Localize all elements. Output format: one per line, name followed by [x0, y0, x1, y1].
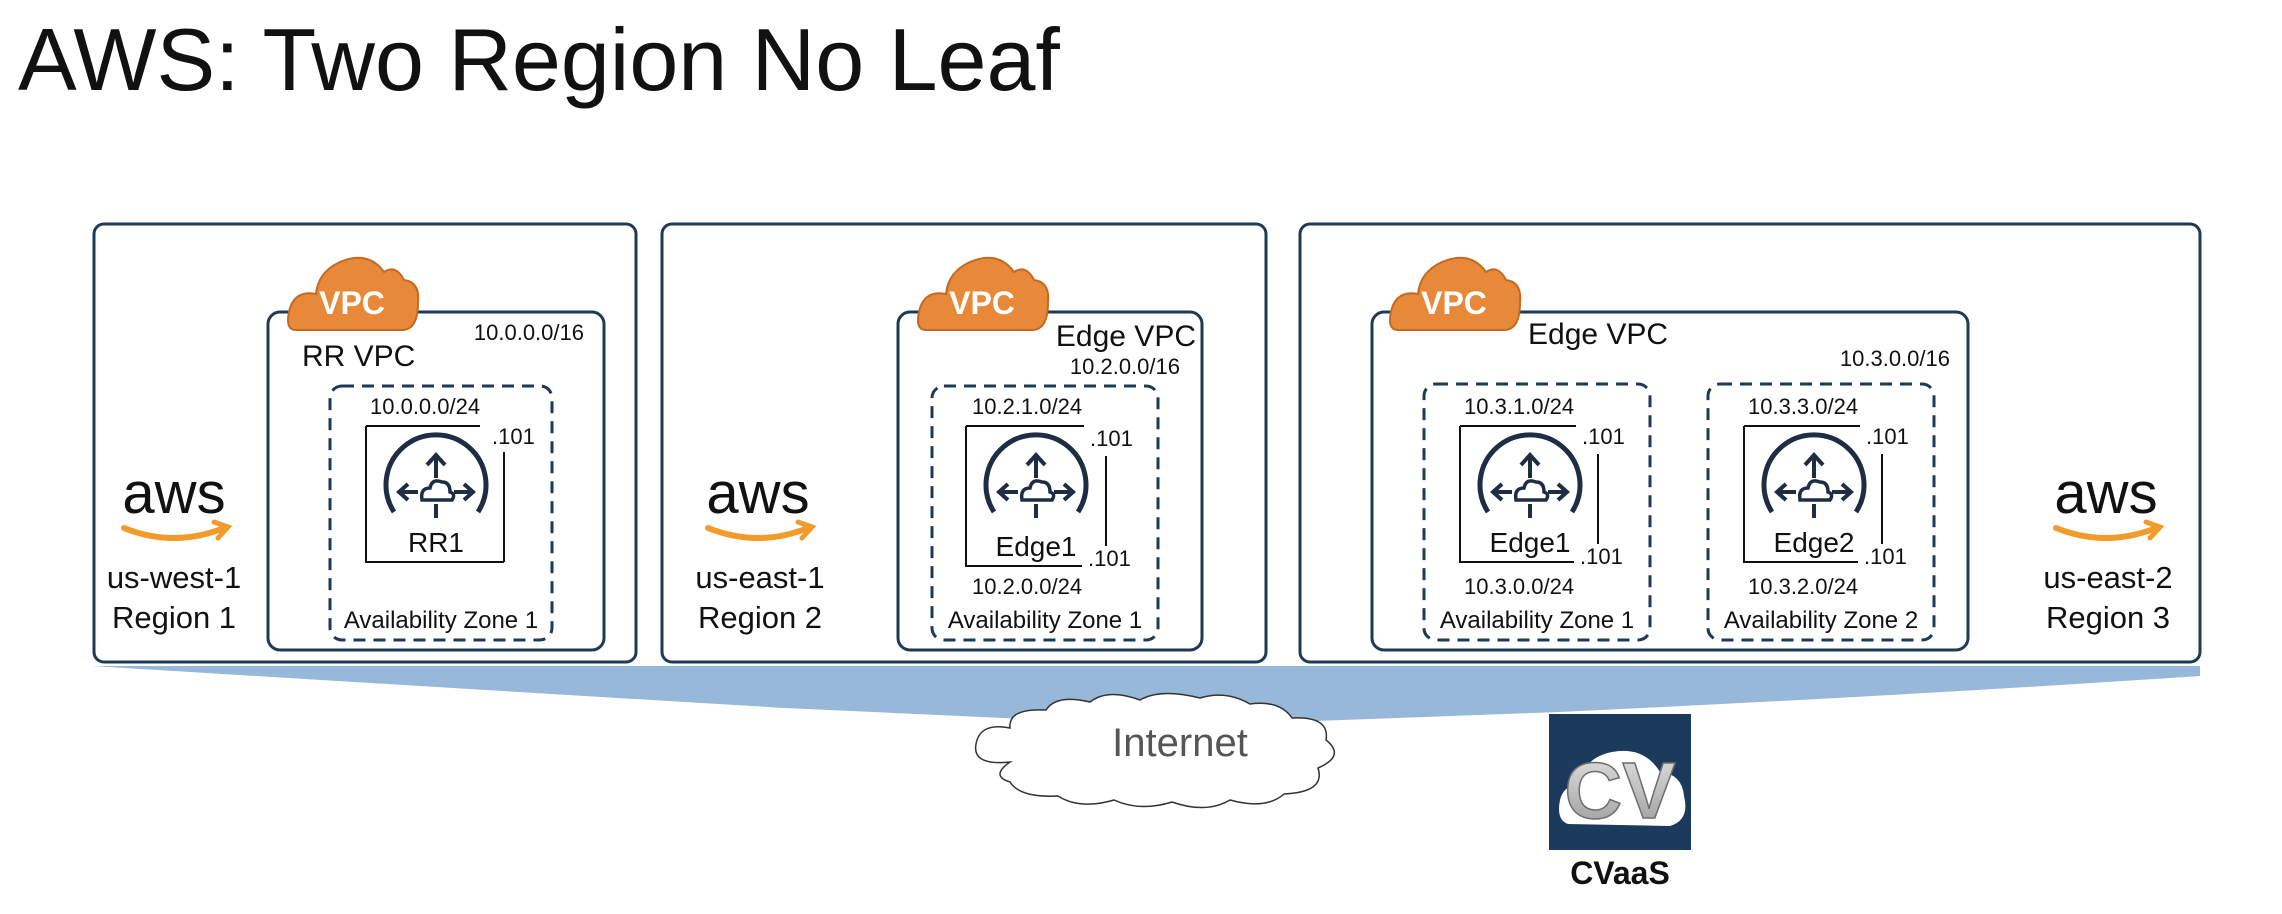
region-frame: [660, 222, 1268, 664]
subnet-bottom: 10.3.2.0/24: [1748, 574, 1858, 599]
region-3: aws us-east-2 Region 3 VPC Edge VPC 10.3…: [1298, 222, 2202, 664]
subnet-bottom: 10.2.0.0/24: [972, 574, 1082, 599]
availability-zone-label: Availability Zone 1: [948, 607, 1142, 634]
region-label: Region 3: [2046, 600, 2170, 635]
subnet-top: 10.2.1.0/24: [972, 394, 1082, 419]
availability-zone: [328, 384, 554, 642]
region-2: aws us-east-1 Region 2 VPC Edge VPC 10.2…: [660, 222, 1268, 664]
router-name: Edge1: [1490, 527, 1571, 558]
vpc-cidr: 10.3.0.0/16: [1840, 346, 1950, 371]
availability-zone-label: Availability Zone 1: [1440, 607, 1634, 634]
cloud-icon: [974, 692, 1335, 809]
availability-zone: [1422, 382, 1652, 642]
vpc-cidr: 10.0.0.0/16: [474, 320, 584, 345]
vpc-badge-label: VPC: [1421, 285, 1487, 321]
vpc-badge-label: VPC: [949, 285, 1015, 321]
host-top: .101: [1582, 424, 1625, 449]
aws-smile-icon: [705, 525, 811, 541]
aws-logo: aws: [121, 461, 233, 541]
router-name: Edge2: [1774, 527, 1855, 558]
aws-logo-text: aws: [122, 461, 225, 526]
cvaas-logo: CV CVaaS: [1549, 714, 1691, 891]
host-top: .101: [492, 424, 535, 449]
cvaas-label: CVaaS: [1570, 855, 1670, 891]
region-name: us-east-1: [695, 560, 824, 595]
router-name: Edge1: [996, 531, 1077, 562]
aws-smile-icon: [2053, 525, 2159, 541]
vpc-cloud-icon: VPC: [1389, 256, 1522, 331]
vpc-cloud-icon: VPC: [287, 256, 420, 331]
internet-label: Internet: [1112, 721, 1248, 765]
region-label: Region 2: [698, 600, 822, 635]
cvaas-logo-text: CV: [1564, 746, 1675, 835]
region-1: aws us-west-1 Region 1 VPC RR VPC 10.0.0…: [92, 222, 638, 664]
subnet-top: 10.0.0.0/24: [370, 394, 480, 419]
vpc-frame: [1370, 310, 1970, 652]
region-frame: [1298, 222, 2202, 664]
vpc-badge-label: VPC: [319, 285, 385, 321]
availability-zone-2: 10.3.3.0/24 .101 .101 Edge2 10.3.2.0/24 …: [1706, 382, 1936, 642]
host-bottom: .101: [1864, 544, 1907, 569]
host-bottom: .101: [1088, 546, 1131, 571]
availability-zone-label: Availability Zone 2: [1724, 607, 1918, 634]
region-label: Region 1: [112, 600, 236, 635]
vpc-name: Edge VPC: [1056, 320, 1196, 353]
subnet-link: [965, 425, 1107, 567]
page-title: AWS: Two Region No Leaf: [18, 10, 1060, 109]
subnet-top: 10.3.3.0/24: [1748, 394, 1858, 419]
region-name: us-east-2: [2043, 560, 2172, 595]
router-icon: [383, 432, 489, 518]
vpc-name: Edge VPC: [1528, 318, 1668, 351]
internet-cloud: Internet: [974, 692, 1335, 809]
vpc-frame: [266, 310, 606, 652]
router-icon: [1477, 432, 1583, 518]
backbone-band: [92, 666, 2200, 726]
aws-logo: aws: [705, 461, 817, 541]
cvaas-cloud-icon: [1559, 750, 1686, 826]
subnet-top: 10.3.1.0/24: [1464, 394, 1574, 419]
vpc-name: RR VPC: [302, 340, 415, 373]
router-icon: [983, 432, 1089, 518]
vpc-cidr: 10.2.0.0/16: [1070, 354, 1180, 379]
aws-smile-icon: [121, 525, 227, 541]
host-top: .101: [1866, 424, 1909, 449]
aws-logo-text: aws: [2054, 461, 2157, 526]
subnet-link: [1743, 425, 1883, 563]
router-icon: [1761, 432, 1867, 518]
availability-zone-1: 10.3.1.0/24 .101 .101 Edge1 10.3.0.0/24 …: [1422, 382, 1652, 642]
subnet-link: [365, 425, 505, 563]
vpc-frame: [896, 310, 1204, 652]
availability-zone: [930, 384, 1160, 642]
subnet-bottom: 10.3.0.0/24: [1464, 574, 1574, 599]
availability-zone: [1706, 382, 1936, 642]
host-top: .101: [1090, 426, 1133, 451]
subnet-link: [1459, 425, 1599, 563]
availability-zone-label: Availability Zone 1: [344, 607, 538, 634]
aws-logo-text: aws: [706, 461, 809, 526]
host-bottom: .101: [1580, 544, 1623, 569]
vpc-cloud-icon: VPC: [917, 256, 1050, 331]
region-name: us-west-1: [107, 560, 241, 595]
router-name: RR1: [408, 527, 464, 558]
aws-logo: aws: [2053, 461, 2165, 541]
